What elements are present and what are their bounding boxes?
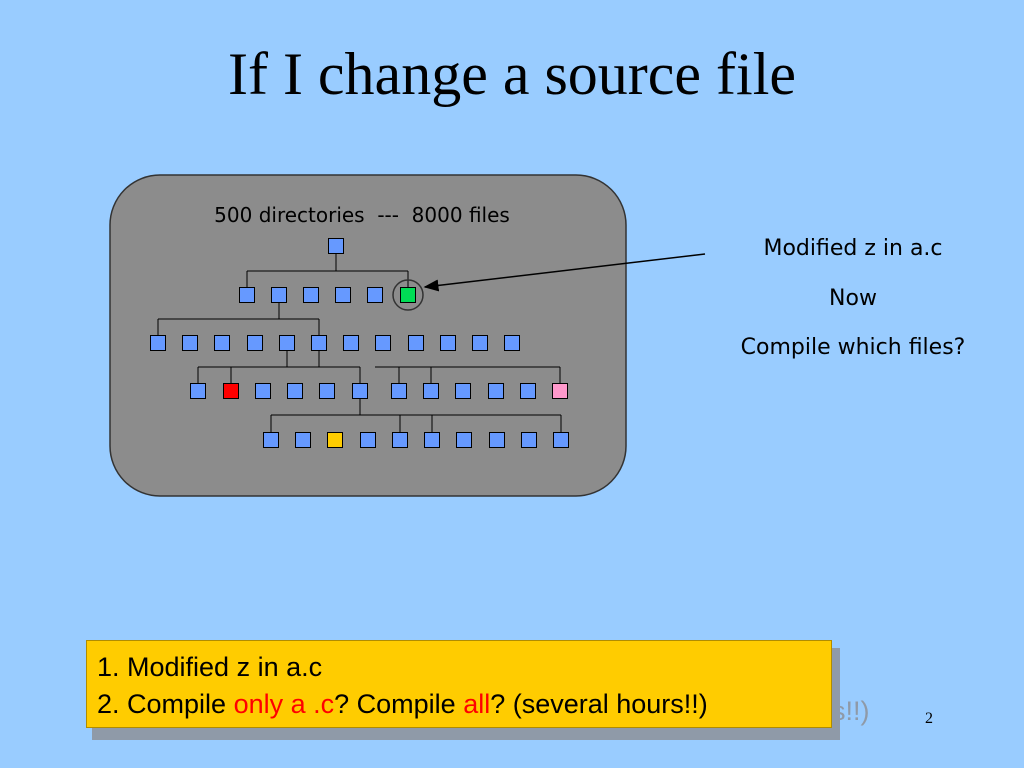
tree-node [182, 335, 198, 351]
summary-line-2-text-c: ? (several hours!!) [490, 689, 708, 719]
tree-node [295, 432, 311, 448]
slide-number: 2 [925, 710, 933, 727]
tree-node [456, 432, 472, 448]
tree-node [408, 335, 424, 351]
tree-node [263, 432, 279, 448]
tree-node-changed-file [400, 287, 416, 303]
tree-node [553, 432, 569, 448]
tree-node [352, 383, 368, 399]
summary-line-2-text-b: ? Compile [334, 689, 464, 719]
tree-node [391, 383, 407, 399]
summary-line-2-highlight-only: only a .c [233, 689, 335, 719]
summary-line-2-text-a: 2. Compile [97, 689, 234, 719]
tree-node [279, 335, 295, 351]
tree-node [423, 383, 439, 399]
pointer-arrow [423, 253, 706, 292]
slide-title: If I change a source file [227, 41, 796, 107]
tree-node [504, 335, 520, 351]
tree-node [255, 383, 271, 399]
tree-node [440, 335, 456, 351]
tree-node [367, 287, 383, 303]
tree-node [488, 383, 504, 399]
tree-nodes [150, 238, 569, 448]
tree-node [343, 335, 359, 351]
tree-node-root [328, 238, 344, 254]
summary-line-1: 1. Modified z in a.c [97, 649, 821, 686]
tree-node [335, 287, 351, 303]
tree-node [287, 383, 303, 399]
tree-node [311, 335, 327, 351]
summary-line-2-highlight-all: all [463, 689, 491, 719]
diagram-caption: 500 directories --- 8000 files [214, 203, 510, 227]
tree-node-pink [552, 383, 568, 399]
tree-node [520, 383, 536, 399]
tree-node [214, 335, 230, 351]
tree-node [303, 287, 319, 303]
summary-line-1-text: 1. Modified z in a.c [97, 652, 323, 682]
tree-node [489, 432, 505, 448]
tree-node-yellow [327, 432, 343, 448]
tree-panel [109, 174, 627, 497]
tree-node [392, 432, 408, 448]
side-note-modified: Modified z in a.c [763, 236, 943, 261]
tree-node [319, 383, 335, 399]
tree-node-red [223, 383, 239, 399]
tree-node [150, 335, 166, 351]
side-note-now: Now [829, 286, 877, 311]
tree-node [190, 383, 206, 399]
tree-node [360, 432, 376, 448]
tree-node [455, 383, 471, 399]
tree-node [521, 432, 537, 448]
summary-box: 1. Modified z in a.c 2. Compile only a .… [86, 640, 832, 728]
tree-node [271, 287, 287, 303]
changed-file-highlight-ring [392, 279, 424, 311]
side-note-question: Compile which files? [740, 335, 966, 360]
tree-node [247, 335, 263, 351]
tree-node [375, 335, 391, 351]
tree-node [424, 432, 440, 448]
tree-node [472, 335, 488, 351]
summary-line-2: 2. Compile only a .c? Compile all? (seve… [97, 686, 821, 723]
tree-node [239, 287, 255, 303]
